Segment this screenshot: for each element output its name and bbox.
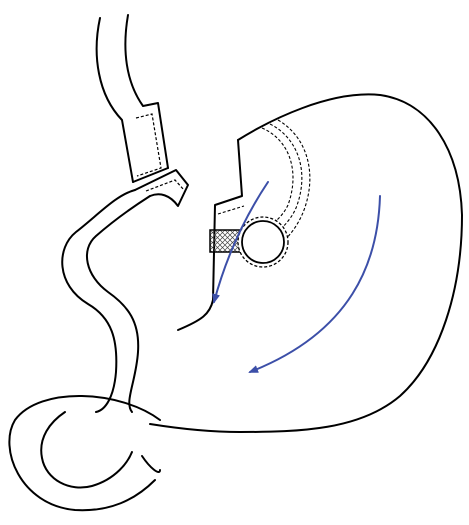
flow-arrows [214,182,380,372]
esophagojejunal-limb [62,170,188,412]
gastric-top-wall [213,140,242,300]
loop-outer [9,396,160,510]
jejunal-loop [9,396,160,510]
limb-outer-wall [62,190,135,412]
gastric-remnant [150,94,462,432]
esophagus-left-wall [97,18,133,182]
loop-tail [142,456,160,472]
stent-balloon [238,217,288,267]
esophagus [97,15,168,182]
loop-inner [41,412,132,488]
esophagus-right-wall [125,15,168,168]
gastric-remnant-outline [150,94,462,432]
esophagus-staple-line [136,114,161,176]
gastric-inner-lip [178,300,213,330]
limb-inner-wall [87,196,150,412]
